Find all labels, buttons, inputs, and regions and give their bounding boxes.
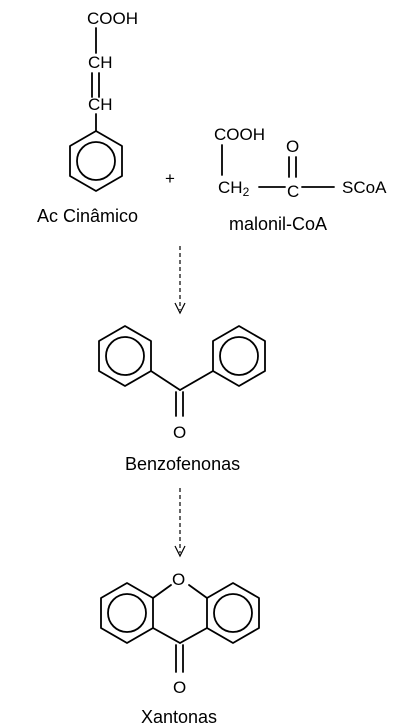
reaction-arrow-2	[174, 488, 186, 558]
cinnamic-cooh-label: COOH	[87, 9, 138, 28]
benzophenone-structure: O	[98, 325, 266, 442]
malonyl-c-label: C	[287, 182, 299, 201]
malonyl-coa-name: malonil-CoA	[229, 214, 327, 234]
xanthone-bond-c-left	[152, 627, 181, 644]
cinnamic-ch-top-label: CH	[88, 53, 113, 72]
xanthone-right-ring	[206, 582, 260, 644]
benzophenone-o-label: O	[173, 423, 186, 442]
cinnamic-acid-structure: COOH CH CH	[69, 9, 138, 192]
benzophenone-left-ring	[98, 325, 152, 387]
xanthone-left-ring	[100, 582, 154, 644]
malonyl-coa-structure: COOH CH2 O C SCoA	[214, 125, 387, 201]
xanthone-bond-c-right	[179, 627, 208, 644]
cinnamic-ch-bottom-label: CH	[88, 95, 113, 114]
benzophenone-name: Benzofenonas	[125, 454, 240, 474]
reaction-arrow-1	[174, 246, 186, 315]
cinnamic-acid-name: Ac Cinâmico	[37, 206, 138, 226]
benzophenone-bond-left	[150, 370, 181, 391]
malonyl-scoa-label: SCoA	[342, 178, 387, 197]
malonyl-cooh-label: COOH	[214, 125, 265, 144]
plus-sign: +	[165, 169, 175, 188]
malonyl-ch2-label: CH2	[218, 178, 250, 199]
malonyl-carbonyl-o-label: O	[286, 137, 299, 156]
xanthone-name: Xantonas	[141, 707, 217, 727]
xanthone-bond-o-right	[188, 584, 208, 599]
xanthone-bond-o-left	[152, 584, 172, 599]
benzophenone-right-ring	[212, 325, 266, 387]
benzophenone-bond-right	[179, 370, 214, 391]
xanthone-carbonyl-o-label: O	[173, 678, 186, 697]
cinnamic-benzene-ring	[69, 130, 123, 192]
xanthone-structure: O O	[100, 570, 260, 697]
xanthone-ring-o-label: O	[172, 570, 185, 589]
